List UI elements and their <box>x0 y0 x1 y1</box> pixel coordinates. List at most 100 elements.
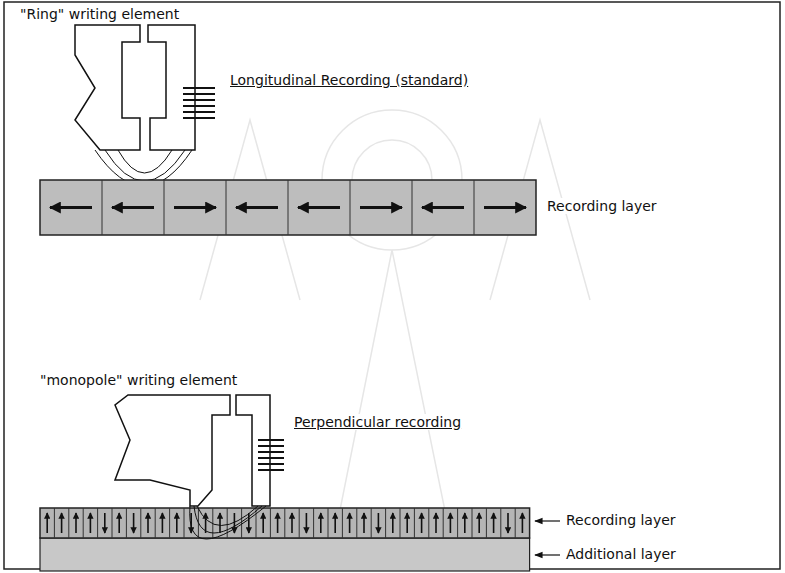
magnetization-arrow <box>118 513 120 533</box>
cell-divider <box>412 180 413 235</box>
coil-winding <box>258 463 284 465</box>
magnetization-arrow <box>75 513 77 533</box>
magnetization-arrow <box>174 206 216 209</box>
cell-divider <box>256 508 257 538</box>
magnetization-arrow <box>291 513 293 533</box>
coil-winding <box>183 87 215 89</box>
coil-winding <box>258 469 284 471</box>
cell-divider <box>500 508 501 538</box>
perpendicular-recording-layer <box>40 508 530 571</box>
frame <box>4 2 780 569</box>
coil-winding <box>258 457 284 459</box>
additional-layer-band <box>40 538 530 571</box>
magnetization-arrow <box>147 513 149 533</box>
coil-winding <box>258 445 284 447</box>
cell-divider <box>474 180 475 235</box>
cell-divider <box>457 508 458 538</box>
cell-divider <box>472 508 473 538</box>
leader-arrow <box>535 554 560 555</box>
longitudinal-recording-layer <box>40 180 536 235</box>
cell-divider <box>226 180 227 235</box>
cell-divider <box>299 508 300 538</box>
magnetization-arrow <box>277 513 279 533</box>
magnetization-arrow <box>422 206 464 209</box>
ring-head <box>75 25 195 150</box>
heading: Longitudinal Recording (standard) <box>228 72 470 88</box>
cell-divider <box>400 508 401 538</box>
part-name: Recording layer <box>564 512 678 528</box>
magnetization-arrow <box>484 206 526 209</box>
magnetization-arrow <box>363 513 365 533</box>
magnetization-arrow <box>392 513 394 533</box>
coil-winding <box>183 111 215 113</box>
magnetization-arrow <box>133 513 135 533</box>
cell-divider <box>169 508 170 538</box>
cell-divider <box>371 508 372 538</box>
monopole-head <box>115 395 270 506</box>
watermark <box>200 110 590 560</box>
magnetization-arrow <box>104 513 106 533</box>
magnetization-arrow <box>522 513 524 533</box>
magnetization-arrow <box>435 513 437 533</box>
magnetization-arrow <box>46 513 48 533</box>
magnetization-arrow <box>112 206 154 209</box>
monopole-field <box>190 506 266 539</box>
magnetization-arrow <box>360 206 402 209</box>
cell-divider <box>164 180 165 235</box>
cell-divider <box>184 508 185 538</box>
magnetization-arrow <box>349 513 351 533</box>
coil-winding <box>183 105 215 107</box>
cell-divider <box>486 508 487 538</box>
cell-divider <box>515 508 516 538</box>
cell-divider <box>212 508 213 538</box>
magnetization-arrow <box>90 513 92 533</box>
cell-divider <box>428 508 429 538</box>
magnetization-arrow <box>236 206 278 209</box>
magnetization-arrow <box>162 513 164 533</box>
cell-divider <box>284 508 285 538</box>
magnetization-arrow <box>306 513 308 533</box>
cell-divider <box>288 180 289 235</box>
cell-divider <box>112 508 113 538</box>
monopole-coil <box>258 440 284 470</box>
cell-divider <box>241 508 242 538</box>
cell-divider <box>342 508 343 538</box>
cell-divider <box>356 508 357 538</box>
heading: Perpendicular recording <box>292 414 463 430</box>
cell-divider <box>102 180 103 235</box>
cell-divider <box>140 508 141 538</box>
coil-winding <box>183 99 215 101</box>
part-name: Additional layer <box>564 546 678 562</box>
magnetization-arrow <box>421 513 423 533</box>
magnetization-arrow <box>334 513 336 533</box>
magnetization-arrow <box>406 513 408 533</box>
cell-divider <box>68 508 69 538</box>
magnetization-arrow <box>219 513 221 533</box>
magnetization-arrow <box>507 513 509 533</box>
cell-divider <box>126 508 127 538</box>
magnetization-arrow <box>450 513 452 533</box>
magnetization-arrow <box>320 513 322 533</box>
cell-divider <box>313 508 314 538</box>
magnetization-arrow <box>493 513 495 533</box>
layer-band <box>40 508 530 538</box>
cell-divider <box>328 508 329 538</box>
coil-winding <box>183 117 215 119</box>
cell-divider <box>54 508 55 538</box>
coil-winding <box>258 439 284 441</box>
magnetization-arrow <box>464 513 466 533</box>
coil-winding <box>183 93 215 95</box>
cell-divider <box>385 508 386 538</box>
magnetization-arrow <box>478 513 480 533</box>
cell-divider <box>83 508 84 538</box>
cell-divider <box>97 508 98 538</box>
part-name: "Ring" writing element <box>18 6 181 22</box>
cell-divider <box>414 508 415 538</box>
magnetization-arrow <box>298 206 340 209</box>
magnetization-arrow <box>50 206 92 209</box>
leader-arrow <box>535 520 560 521</box>
part-name: Recording layer <box>545 198 659 214</box>
magnetization-arrow <box>176 513 178 533</box>
cell-divider <box>227 508 228 538</box>
